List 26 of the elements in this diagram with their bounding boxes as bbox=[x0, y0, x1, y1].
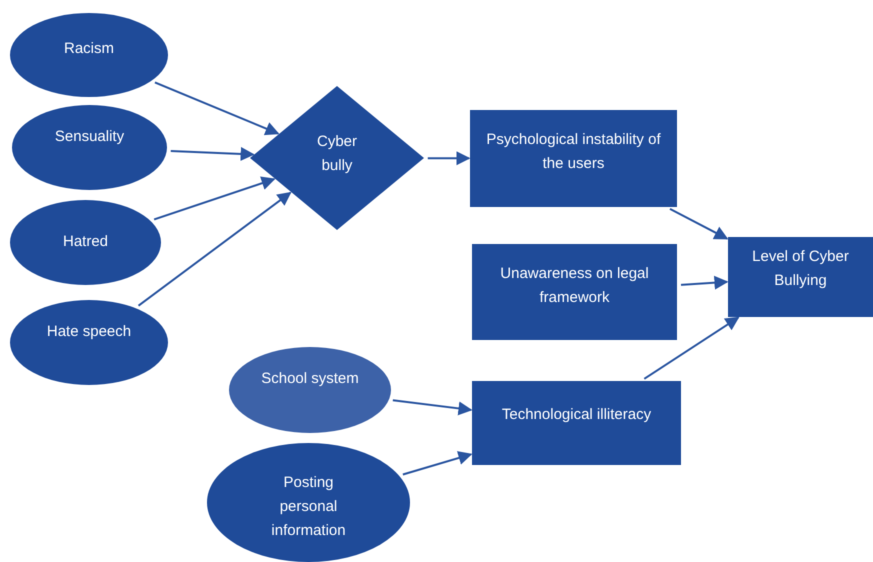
node-label: Technological illiteracy bbox=[500, 405, 652, 425]
arrow bbox=[138, 192, 292, 306]
arrow bbox=[670, 208, 728, 240]
arrow bbox=[154, 81, 280, 136]
node-label: Hate speech bbox=[46, 322, 132, 342]
decision-diamond bbox=[250, 86, 424, 230]
node-label: Racism bbox=[64, 39, 114, 59]
node-label: Cyber bully bbox=[316, 132, 358, 176]
arrow bbox=[392, 399, 472, 416]
node-label: Sensuality bbox=[54, 127, 124, 147]
node-label: Posting personal information bbox=[270, 473, 347, 541]
node-label: Psychological instability of the users bbox=[485, 130, 662, 174]
arrow bbox=[428, 151, 470, 166]
process-box bbox=[470, 110, 677, 207]
arrow bbox=[644, 316, 740, 380]
process-box bbox=[472, 244, 677, 340]
node-label: School system bbox=[261, 369, 359, 389]
node-label: Hatred bbox=[62, 232, 108, 252]
arrow bbox=[154, 176, 276, 220]
process-box bbox=[472, 381, 681, 465]
node-label: Unawareness on legal framework bbox=[499, 264, 650, 308]
process-box bbox=[728, 237, 873, 317]
arrow bbox=[680, 276, 728, 290]
arrow bbox=[402, 451, 472, 476]
node-label: Level of Cyber Bullying bbox=[751, 247, 850, 291]
arrow bbox=[170, 146, 255, 161]
